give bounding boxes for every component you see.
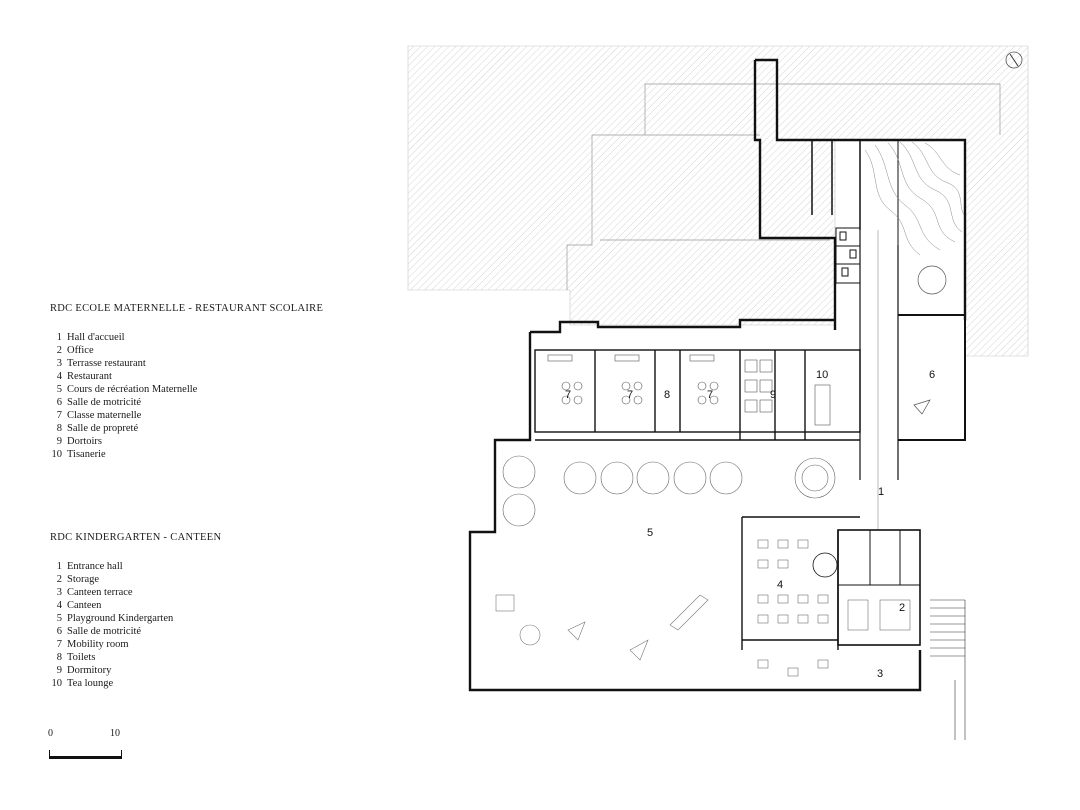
scale-tick bbox=[49, 750, 50, 759]
playground-trees bbox=[502, 455, 836, 527]
hatched-terrain bbox=[407, 45, 1029, 357]
room-label-10: 10 bbox=[816, 369, 828, 381]
classroom-furniture bbox=[547, 354, 831, 426]
canteen-tables bbox=[757, 539, 911, 677]
room-label-2: 2 bbox=[899, 602, 905, 614]
classroom-wing bbox=[468, 318, 922, 692]
room-label-9: 9 bbox=[770, 389, 776, 401]
scale-bar: 0 10 bbox=[48, 728, 124, 768]
playground-elements bbox=[495, 594, 709, 661]
legend-french-title: RDC ECOLE MATERNELLE - RESTAURANT SCOLAI… bbox=[50, 303, 324, 314]
floor-plan: 1 2 3 4 5 6 7 7 7 8 9 10 bbox=[407, 45, 1029, 740]
scale-line bbox=[49, 756, 122, 759]
room-label-8: 8 bbox=[664, 389, 670, 401]
room-label-7: 7 bbox=[565, 389, 571, 401]
scale-min-label: 0 bbox=[48, 728, 53, 739]
room-label-4: 4 bbox=[777, 579, 783, 591]
exterior-stair bbox=[930, 599, 966, 740]
motricite-room bbox=[898, 265, 966, 441]
room-label-1: 1 bbox=[878, 486, 884, 498]
contour-lines bbox=[864, 141, 965, 256]
neighbouring-buildings bbox=[566, 83, 1001, 290]
north-arrow-icon bbox=[1005, 51, 1023, 69]
legend-french: RDC ECOLE MATERNELLE - RESTAURANT SCOLAI… bbox=[50, 302, 323, 461]
room-label-5: 5 bbox=[647, 527, 653, 539]
room-label-6: 6 bbox=[929, 369, 935, 381]
toilet-block bbox=[835, 227, 861, 284]
room-label-3: 3 bbox=[877, 668, 883, 680]
legend-english-title: RDC KINDERGARTEN - CANTEEN bbox=[50, 532, 222, 543]
north-annex bbox=[753, 58, 967, 330]
room-label-7: 7 bbox=[627, 389, 633, 401]
scale-tick bbox=[121, 750, 122, 759]
scale-max-label: 10 bbox=[110, 728, 120, 739]
corridor bbox=[859, 230, 899, 530]
canteen-block bbox=[741, 516, 921, 650]
room-label-7: 7 bbox=[707, 389, 713, 401]
room-labels: 1 2 3 4 5 6 7 7 7 8 9 10 bbox=[565, 369, 935, 680]
